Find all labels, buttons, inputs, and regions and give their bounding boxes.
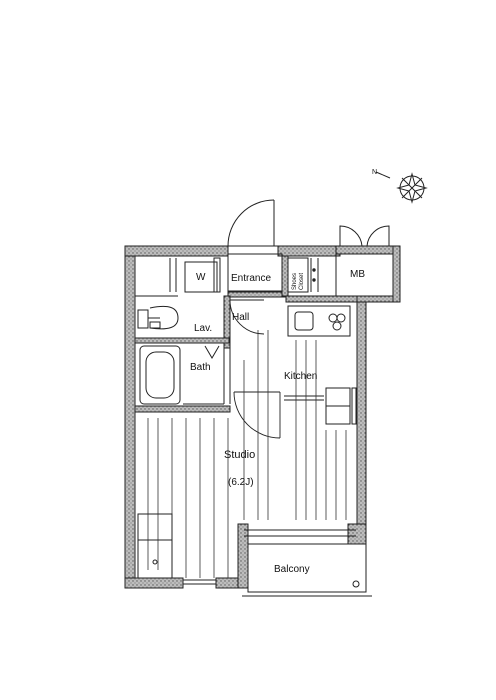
hall-label: Hall xyxy=(232,312,249,323)
exterior-walls xyxy=(124,245,401,589)
entrance-door xyxy=(227,199,283,293)
washer-label: W xyxy=(196,272,206,283)
studio-label: Studio xyxy=(224,449,255,461)
flooring-lines xyxy=(147,330,347,578)
washer-space xyxy=(169,257,221,293)
toilet-fixture xyxy=(135,295,179,330)
lav-label: Lav. xyxy=(194,323,212,334)
bottom-window xyxy=(183,579,216,585)
storage-bottom-left xyxy=(137,513,173,579)
svg-text:N: N xyxy=(372,169,377,176)
bathtub xyxy=(139,345,231,405)
shoes-closet-label-line2: Closet xyxy=(299,273,305,290)
north-arrow-icon: N xyxy=(372,169,428,204)
mb-doors xyxy=(335,225,394,297)
balcony xyxy=(242,529,372,597)
entrance-label: Entrance xyxy=(231,273,271,284)
balcony-label: Balcony xyxy=(274,564,310,575)
bath-label: Bath xyxy=(190,362,211,373)
studio-size-label: (6.2J) xyxy=(228,477,254,488)
interior-doors xyxy=(229,299,324,439)
shoes-closet-label-line1: Shoes xyxy=(292,273,298,290)
mb-label: MB xyxy=(350,269,365,280)
kitchen-fixtures xyxy=(287,305,357,425)
shoes-closet xyxy=(287,257,319,293)
kitchen-label: Kitchen xyxy=(284,371,317,382)
